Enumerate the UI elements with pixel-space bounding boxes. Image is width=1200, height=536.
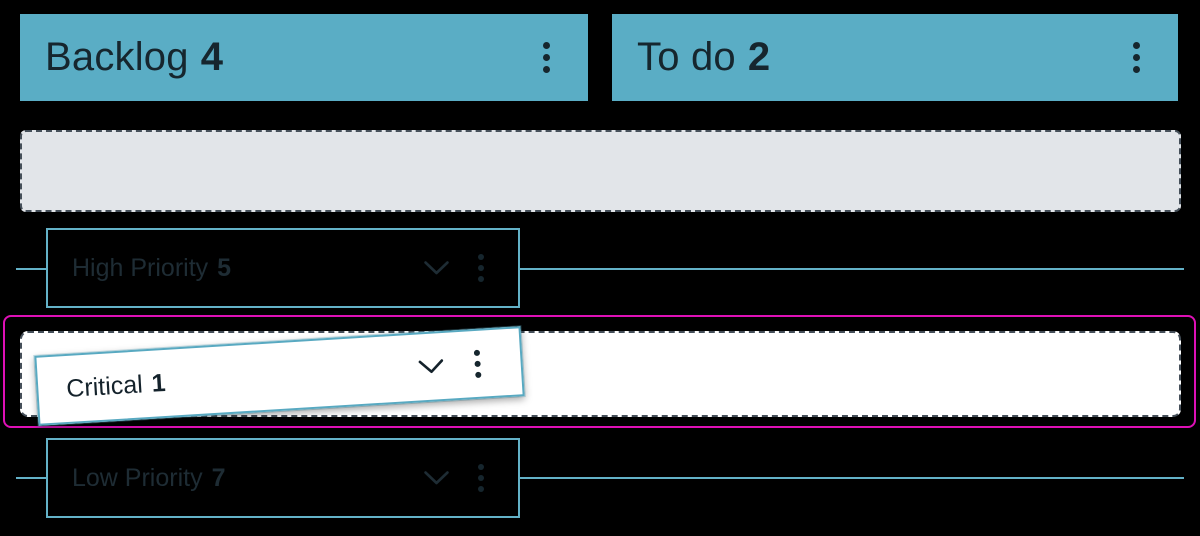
card-name: Critical — [65, 369, 144, 403]
swimlane-header-high-priority[interactable]: High Priority 5 — [46, 228, 520, 308]
lane-connector-line — [520, 477, 1184, 479]
swimlane-name: Low Priority — [72, 463, 203, 492]
chevron-down-icon[interactable] — [417, 358, 445, 376]
lane-connector-line — [16, 477, 46, 479]
kebab-menu-icon[interactable] — [1133, 42, 1140, 73]
column-name: To do — [637, 35, 736, 79]
drop-zone-highlight — [3, 315, 1196, 428]
swimlane-name: High Priority — [72, 253, 209, 282]
kebab-menu-icon[interactable] — [478, 464, 484, 492]
chevron-down-icon[interactable] — [423, 260, 450, 276]
swimlane-count: 7 — [211, 463, 226, 492]
column-count: 2 — [747, 35, 771, 79]
lane-connector-line — [16, 268, 46, 270]
kebab-menu-icon[interactable] — [478, 254, 484, 282]
swimlane-count: 5 — [217, 253, 232, 282]
swimlane-title: High Priority 5 — [72, 254, 231, 283]
card-count: 1 — [150, 368, 167, 398]
column-name: Backlog — [45, 35, 189, 79]
lane-connector-line — [520, 268, 1184, 270]
chevron-down-icon[interactable] — [423, 470, 450, 486]
kebab-menu-icon[interactable] — [473, 349, 482, 379]
swimlane-header-low-priority[interactable]: Low Priority 7 — [46, 438, 520, 518]
drag-origin-placeholder — [20, 130, 1181, 212]
column-count: 4 — [200, 35, 224, 79]
swimlane-title: Low Priority 7 — [72, 464, 226, 493]
kebab-menu-icon[interactable] — [543, 42, 550, 73]
